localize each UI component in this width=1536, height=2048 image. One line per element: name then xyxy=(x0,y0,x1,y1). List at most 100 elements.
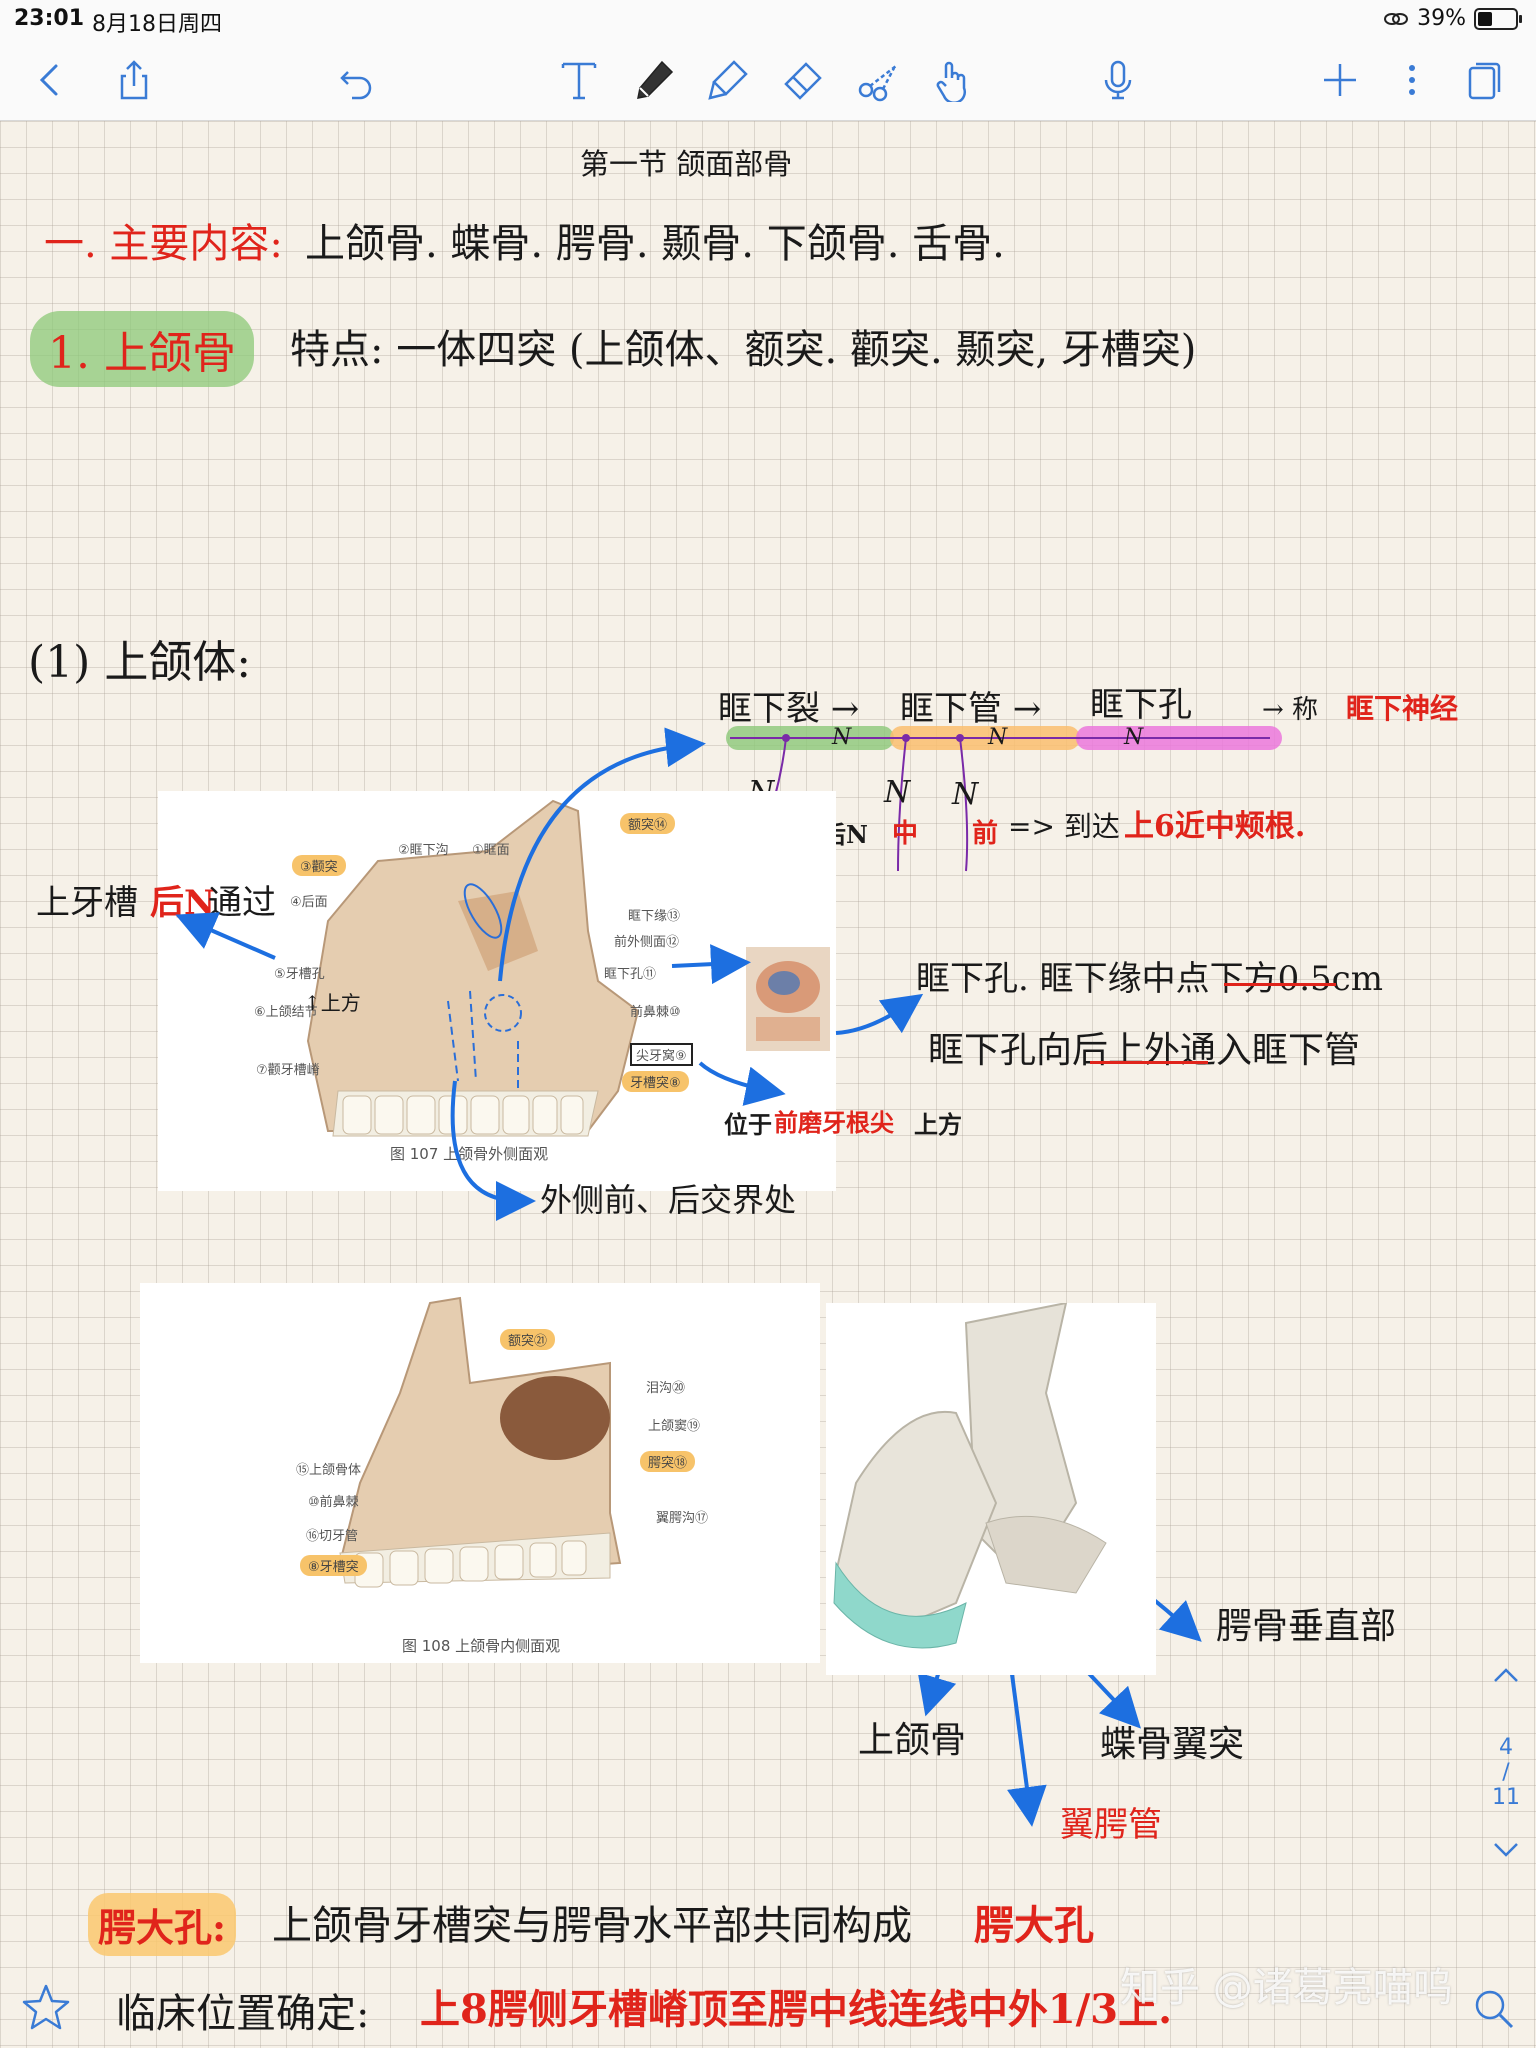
battery-icon xyxy=(1474,7,1522,30)
fig107-label-1: ③颧突 xyxy=(292,855,346,876)
anterior-branch-label: 前 xyxy=(972,819,999,849)
greater-palatine-red: 腭大孔 xyxy=(974,1902,1094,1949)
fig107-caption: 图 107 上颌骨外侧面观 xyxy=(390,1145,549,1163)
pterygopalatine-canal-label: 翼腭管 xyxy=(1060,1805,1162,1845)
share-icon xyxy=(120,60,148,100)
section1-label: 1. 上颌骨 xyxy=(30,311,254,387)
fig108-label-3: 上颌窦⑲ xyxy=(648,1419,701,1434)
fig107-label-7: 前外侧面⑫ xyxy=(614,935,680,950)
chain-end-prefix: → 称 xyxy=(1262,695,1319,725)
text-tool-icon xyxy=(561,62,597,100)
microphone-button[interactable] xyxy=(1090,52,1146,108)
main-content-label: 一. 主要内容: xyxy=(44,221,283,267)
greater-palatine-text: 上颌骨牙槽突与腭骨水平部共同构成 xyxy=(272,1903,912,1949)
maxilla-model-label: 上颌骨 xyxy=(858,1720,967,1761)
fig108-caption: 图 108 上颌骨内侧面观 xyxy=(402,1637,561,1655)
palatine-vertical-label: 腭骨垂直部 xyxy=(1216,1606,1397,1647)
text-tool-button[interactable] xyxy=(551,52,607,108)
more-button[interactable] xyxy=(1384,52,1440,108)
page-title: 第一节 颌面部骨 xyxy=(580,147,793,181)
microphone-icon xyxy=(1104,60,1132,100)
figure-108-image xyxy=(140,1283,820,1663)
add-icon xyxy=(1324,64,1356,96)
foramen-note-1: 眶下孔. 眶下缘中点下方0.5cm xyxy=(916,959,1383,999)
fig108-label-1: 额突㉑ xyxy=(500,1329,556,1350)
nerve-n-2: N xyxy=(988,725,1008,750)
3d-skull-model-image xyxy=(826,1303,1156,1675)
fig108-label-9: 翼腭沟⑰ xyxy=(656,1511,709,1526)
status-time: 23:01 xyxy=(14,6,85,31)
fig108-label-7: ⑯切牙管 xyxy=(306,1529,359,1544)
chevron-down-icon xyxy=(1494,1843,1518,1857)
subsection-body-label: (1) 上颌体: xyxy=(28,637,252,688)
more-icon xyxy=(1409,65,1415,95)
skull-thumbnail-illustration xyxy=(756,961,820,1041)
eraser-tool-button[interactable] xyxy=(774,52,830,108)
foramen-note-2: 眶下孔向后上外通入眶下管 xyxy=(928,1030,1361,1071)
main-content-list: 上颌骨. 蝶骨. 腭骨. 颞骨. 下颌骨. 舌骨. xyxy=(305,221,1005,267)
section1-feature: 特点: 一体四突 (上颌体、额突. 颧突. 颞突, 牙槽突) xyxy=(290,327,1197,373)
pages-icon xyxy=(1468,62,1501,100)
greater-palatine-label: 腭大孔: xyxy=(88,1893,237,1956)
eraser-tool-icon xyxy=(784,62,822,100)
battery-percent: 39% xyxy=(1417,6,1466,31)
clinical-position-label: 临床位置确定: xyxy=(116,1991,370,2037)
fig108-label-5: ⑮上颌骨体 xyxy=(296,1463,362,1478)
current-page: 4 xyxy=(1499,1735,1513,1760)
left-note-prefix: 上牙槽 xyxy=(36,883,138,923)
favorite-button[interactable] xyxy=(18,1980,74,2036)
arrow-above-note: ↑上方 xyxy=(304,991,361,1015)
fig107-label-4: 额突⑭ xyxy=(620,813,676,834)
pointer-hand-icon xyxy=(936,61,966,102)
reach-target: 上6近中颊根. xyxy=(1124,809,1306,844)
share-button[interactable] xyxy=(106,52,162,108)
page-up-button[interactable] xyxy=(1484,1665,1528,1705)
underline-red-1 xyxy=(1224,983,1336,986)
pages-button[interactable] xyxy=(1456,52,1512,108)
maxilla-medial-illustration xyxy=(338,1296,622,1588)
fig107-label-6: 眶下缘⑬ xyxy=(628,909,681,924)
total-pages: 11 xyxy=(1492,1785,1520,1810)
back-icon xyxy=(39,64,58,96)
note-page[interactable]: 第一节 颌面部骨 一. 主要内容: 上颌骨. 蝶骨. 腭骨. 颞骨. 下颌骨. … xyxy=(0,121,1536,2048)
chain-infraorbital-foramen: 眶下孔 xyxy=(1090,685,1192,725)
canine-suffix: 上方 xyxy=(914,1110,962,1139)
highlighter-tool-icon xyxy=(708,60,748,100)
fig108-label-4: 腭突⑱ xyxy=(640,1451,696,1472)
left-note-suffix: 通过 xyxy=(208,883,276,923)
fig107-label-8: ⑤牙槽孔 xyxy=(274,967,325,982)
left-note-red: 后N xyxy=(150,883,216,923)
fig107-label-14: 牙槽突⑧ xyxy=(622,1071,689,1092)
nerve-branches xyxy=(759,734,969,872)
lasso-scissors-icon xyxy=(858,65,897,102)
nerve-n-branch-3: N xyxy=(952,777,979,812)
pointer-tool-button[interactable] xyxy=(924,52,980,108)
highlighter-tool-button[interactable] xyxy=(700,52,756,108)
add-button[interactable] xyxy=(1312,52,1368,108)
page-down-button[interactable] xyxy=(1484,1840,1528,1866)
chain-end-nerve: 眶下神经 xyxy=(1346,692,1459,725)
skull-thumbnail xyxy=(746,947,830,1051)
nerve-n-branch-2: N xyxy=(884,775,911,810)
back-button[interactable] xyxy=(22,52,78,108)
lasso-tool-button[interactable] xyxy=(850,52,906,108)
chain-infraorbital-fissure: 眶下裂 → xyxy=(718,689,860,729)
underline-red-2 xyxy=(1090,1061,1208,1064)
pen-tool-button[interactable] xyxy=(626,52,682,108)
nerve-n-3: N xyxy=(1124,725,1144,750)
3d-skull-illustration xyxy=(833,1303,1107,1649)
pen-tool-icon xyxy=(637,60,674,99)
screen-mirroring-icon xyxy=(1384,12,1409,25)
fig107-label-9: 眶下孔⑪ xyxy=(604,967,657,982)
reach-text: => 到达 xyxy=(1008,810,1120,843)
fig107-label-3: ①眶面 xyxy=(472,843,510,858)
fig107-label-13: 尖牙窝⑨ xyxy=(630,1043,693,1066)
sphenoid-pterygoid-label: 蝶骨翼突 xyxy=(1100,1724,1245,1765)
undo-button[interactable] xyxy=(328,52,384,108)
status-right: 39% xyxy=(1383,6,1522,31)
fig108-label-2: 泪沟⑳ xyxy=(646,1381,686,1396)
undo-icon xyxy=(340,71,372,100)
star-icon xyxy=(22,1984,70,2030)
fig108-label-8: ⑧牙槽突 xyxy=(300,1555,367,1576)
zoom-button[interactable] xyxy=(1470,1985,1518,2033)
